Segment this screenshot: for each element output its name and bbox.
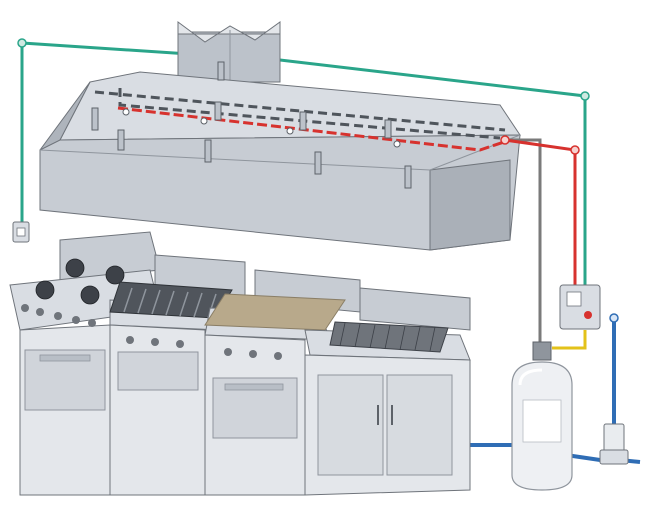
hood-piping	[94, 88, 506, 140]
charbroiler	[109, 254, 246, 496]
release-line	[500, 135, 580, 290]
hood-duct	[177, 21, 281, 83]
griddle	[204, 269, 361, 496]
gas-shutoff-valve	[599, 423, 629, 465]
agent-supply-line	[505, 138, 542, 345]
fire-detector-line	[117, 106, 511, 152]
remote-pull-station	[12, 221, 30, 243]
control-head	[559, 284, 601, 330]
valve-line	[552, 330, 587, 350]
deep-fryer	[304, 287, 471, 496]
agent-cylinder	[511, 341, 573, 491]
hood-connectors	[122, 108, 401, 148]
hood-nozzles	[91, 61, 412, 189]
exhaust-hood	[39, 71, 521, 251]
range-stove	[9, 231, 161, 496]
